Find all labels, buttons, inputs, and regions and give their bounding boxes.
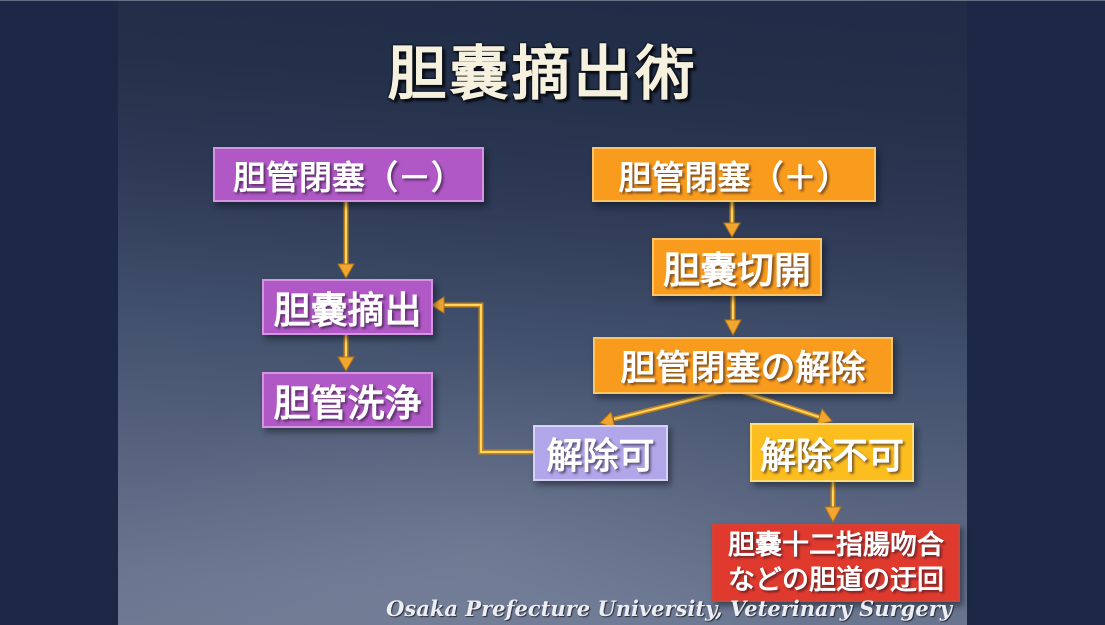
credit-text: Osaka Prefecture University, Veterinary … <box>386 596 952 621</box>
slide-title: 胆嚢摘出術 <box>387 39 698 108</box>
node-cholecystectomy: 胆嚢摘出 <box>262 279 433 335</box>
node-cholecystotomy: 胆嚢切開 <box>652 238 822 296</box>
node-releasable: 解除可 <box>533 425 668 481</box>
node-release-obstruction: 胆管閉塞の解除 <box>593 337 893 394</box>
node-duct-obstruction-positive: 胆管閉塞（＋） <box>592 147 876 202</box>
node-biliary-bypass: 胆嚢十二指腸吻合 などの胆道の迂回 <box>712 524 960 602</box>
slide-background <box>118 0 967 625</box>
node-duct-obstruction-negative: 胆管閉塞（－） <box>213 147 484 202</box>
top-edge-highlight <box>0 0 1105 1</box>
node-not-releasable: 解除不可 <box>750 423 914 482</box>
node-biliary-bypass-line1: 胆嚢十二指腸吻合 <box>728 529 944 561</box>
node-biliary-bypass-line2: などの胆道の迂回 <box>728 565 944 596</box>
node-duct-lavage: 胆管洗浄 <box>262 372 433 428</box>
